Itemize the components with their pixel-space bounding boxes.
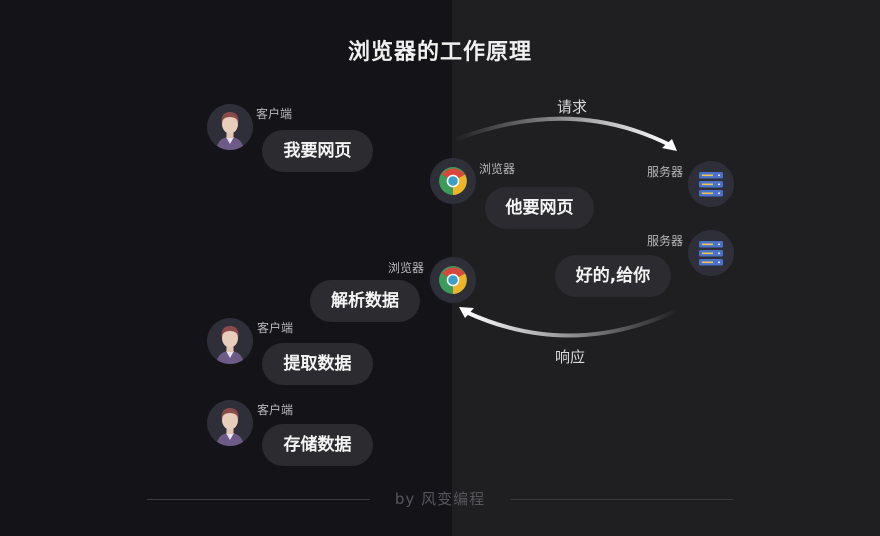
server-icon [688,230,734,276]
client-store-bubble: 存储数据 [262,424,373,466]
footer-divider-right [511,499,733,500]
response-arrow [465,308,679,338]
client-request-bubble: 我要网页 [262,130,373,172]
client-avatar-icon [207,104,253,150]
server-label: 服务器 [647,234,684,248]
request-arrowhead [662,139,677,151]
client-avatar-icon [207,400,253,446]
left-panel-background [0,0,452,536]
browser-label: 浏览器 [479,162,516,176]
footer-credit: by 风变编程 [394,490,486,508]
client-label: 客户端 [256,107,293,121]
browser-label: 浏览器 [388,261,425,275]
browser-parse-bubble: 解析数据 [310,280,420,322]
client-label: 客户端 [257,403,294,417]
client-label: 客户端 [257,321,294,335]
diagram-title: 浏览器的工作原理 [347,40,532,65]
server-reply-bubble: 好的,给你 [555,255,671,297]
response-label: 响应 [555,348,586,366]
client-extract-bubble: 提取数据 [262,343,373,385]
request-arrow [454,116,671,147]
browser-request-bubble: 他要网页 [485,187,594,229]
server-label: 服务器 [647,165,684,179]
response-arrowhead [459,307,474,318]
server-icon [688,161,734,207]
client-avatar-icon [207,318,253,364]
footer-divider-left [147,499,370,500]
browser-icon [430,158,476,204]
request-label: 请求 [557,98,588,116]
browser-icon [430,257,476,303]
